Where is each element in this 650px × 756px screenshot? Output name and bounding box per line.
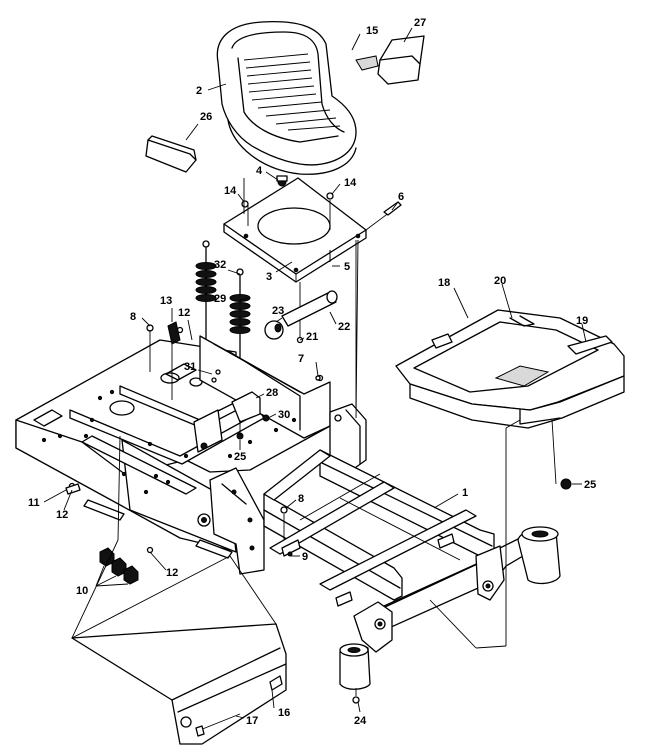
front-axle	[339, 526, 561, 704]
right-armrest	[355, 35, 425, 85]
callout-23: 23	[272, 305, 284, 317]
hardware	[65, 321, 321, 737]
callout-8-lower: 8	[298, 493, 304, 505]
seat-plate	[223, 177, 402, 283]
callout-labels: 2 15 27 26 4 14 14 6 3 5 32 29 23 22 21 …	[28, 17, 596, 727]
callout-25-center: 25	[234, 451, 246, 463]
callout-12-top: 12	[178, 307, 190, 319]
callout-9: 9	[302, 551, 308, 563]
callout-11: 11	[28, 497, 40, 509]
callout-22: 22	[338, 321, 350, 333]
callout-25-right: 25	[584, 479, 596, 491]
callout-16: 16	[278, 707, 290, 719]
callout-3: 3	[266, 271, 272, 283]
seat-hardware	[241, 175, 334, 208]
callout-27: 27	[414, 17, 426, 29]
left-armrest	[145, 135, 197, 173]
leader-lines	[71, 239, 557, 649]
callout-1: 1	[462, 487, 468, 499]
callout-21: 21	[306, 331, 318, 343]
callout-18: 18	[438, 277, 450, 289]
callout-4: 4	[256, 165, 263, 177]
callout-30: 30	[278, 409, 290, 421]
callout-14-left: 14	[224, 185, 237, 197]
callout-31: 31	[184, 361, 196, 373]
callout-14-right: 14	[344, 177, 357, 189]
callout-2: 2	[196, 85, 202, 97]
callout-28: 28	[266, 387, 278, 399]
callout-8-top: 8	[130, 311, 136, 323]
callout-26: 26	[200, 111, 212, 123]
lower-frame	[263, 449, 495, 607]
callout-12-left: 12	[56, 509, 68, 521]
callout-32: 32	[214, 259, 226, 271]
callout-24: 24	[354, 715, 367, 727]
foot-pan	[395, 309, 625, 490]
front-shield	[71, 623, 287, 745]
callout-17: 17	[246, 715, 258, 727]
callout-6: 6	[398, 191, 404, 203]
callout-10: 10	[76, 585, 88, 597]
callout-7: 7	[298, 353, 304, 365]
callout-29: 29	[214, 293, 226, 305]
callout-leaders	[43, 27, 587, 719]
seat	[216, 20, 357, 175]
callout-5: 5	[344, 261, 350, 273]
callout-15: 15	[366, 25, 378, 37]
callout-12-lower: 12	[166, 567, 178, 579]
callout-19: 19	[576, 315, 588, 327]
front-side-plate	[197, 467, 265, 575]
callout-20: 20	[494, 275, 506, 287]
pivot-tube	[264, 290, 338, 382]
callout-13: 13	[160, 295, 172, 307]
